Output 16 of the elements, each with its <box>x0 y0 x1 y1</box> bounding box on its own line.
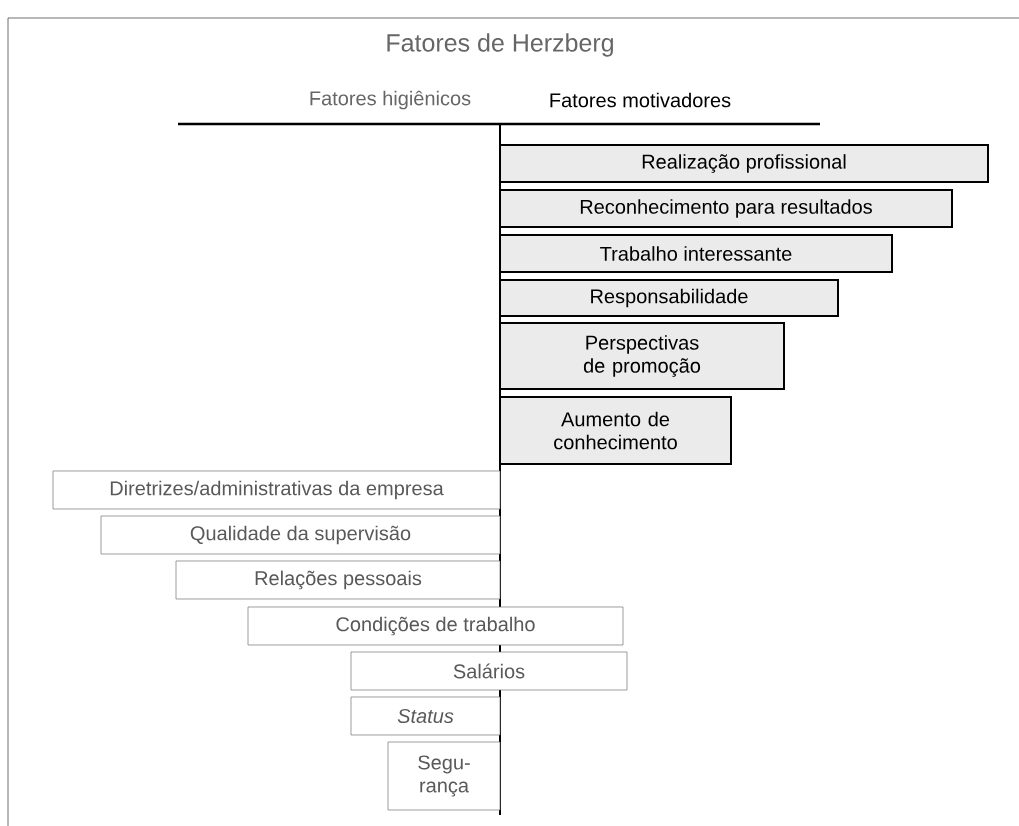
motivator-bar: Responsabilidade <box>499 279 839 317</box>
motivator-bar: Reconhecimento para resultados <box>499 189 953 228</box>
hygiene-bar: Condições de trabalho <box>247 606 624 646</box>
hygiene-bar: Salários <box>350 651 628 691</box>
hygiene-bar: Diretrizes/administrativas da empresa <box>52 470 501 510</box>
motivator-bar: Perspectivas de promoção <box>499 322 785 390</box>
column-heading: Fatores higiênicos <box>310 90 471 110</box>
hygiene-bar: Relações pessoais <box>175 560 501 600</box>
hygiene-bar: Qualidade da supervisão <box>100 515 501 555</box>
column-heading: Fatores motivadores <box>550 92 731 108</box>
title: Fatores de Herzberg <box>387 33 613 57</box>
motivator-bar: Trabalho interessante <box>499 234 893 273</box>
motivator-bar: Realização profissional <box>499 144 989 183</box>
hygiene-bar: Status <box>350 696 501 736</box>
hygiene-bar: Segu- rança <box>387 741 501 811</box>
motivator-bar: Aumento de conhecimento <box>499 396 732 465</box>
